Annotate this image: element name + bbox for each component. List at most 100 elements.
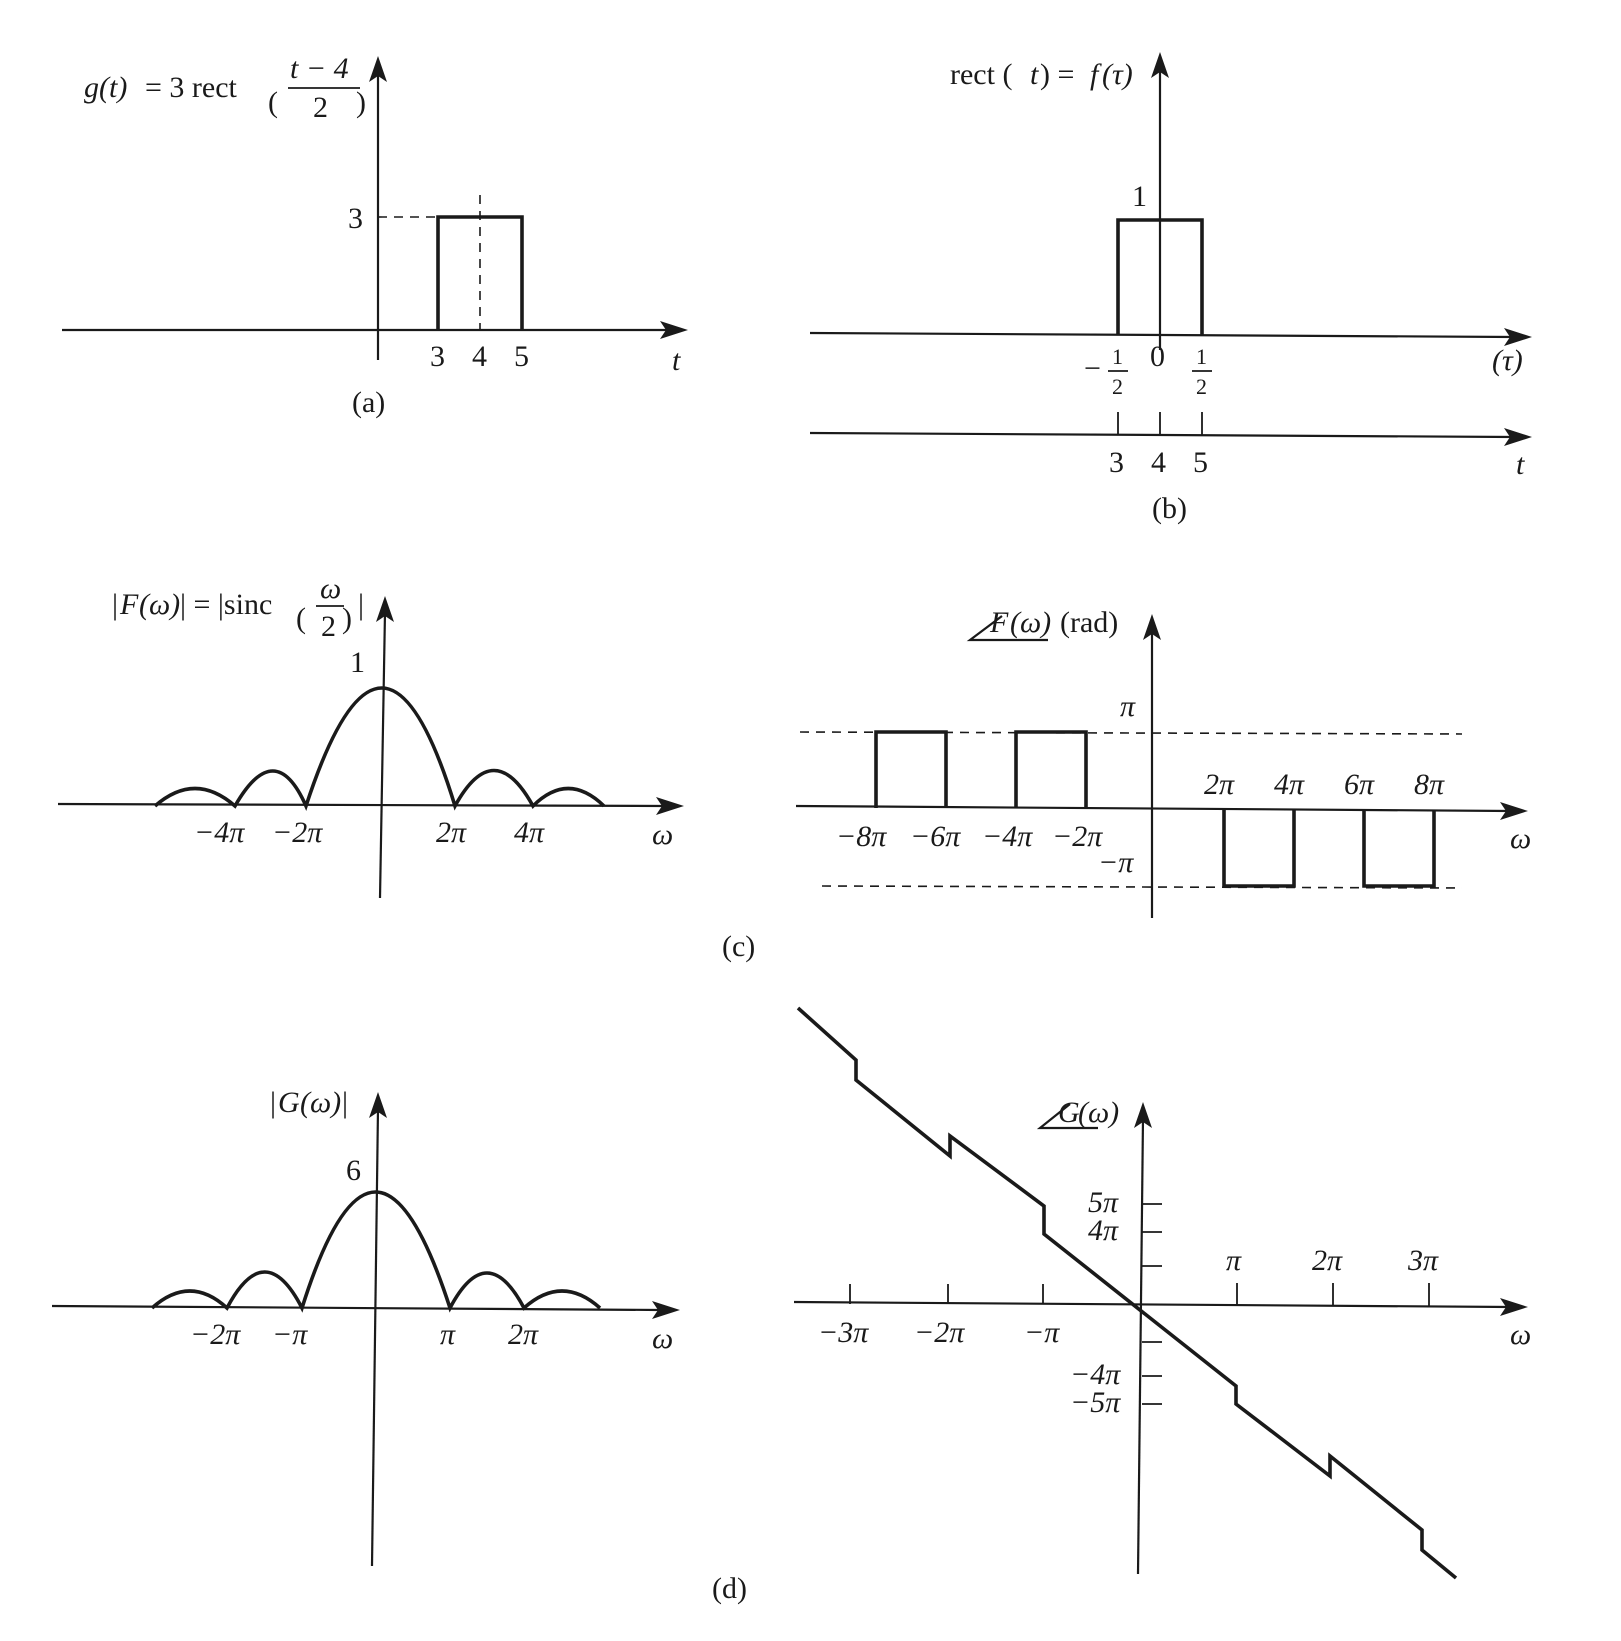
c-phase-xtick-neg6pi: −6π bbox=[910, 820, 961, 853]
c-mag-label-F: F bbox=[119, 588, 139, 621]
c-mag-xtick-4pi: 4π bbox=[514, 816, 545, 849]
d-phase-x-axis bbox=[793, 1300, 1511, 1309]
b-rect-pulse bbox=[1116, 218, 1204, 335]
b-tau-axis bbox=[809, 331, 1515, 339]
d-mag-xaxis-label: ω bbox=[652, 1322, 673, 1355]
d-phase-xtick-negpi: −π bbox=[1024, 1316, 1060, 1349]
c-mag-label-left: | bbox=[112, 588, 118, 621]
c-phase-ytick-pi: π bbox=[1120, 690, 1136, 723]
c-mag-label-lparen: ( bbox=[296, 602, 306, 635]
b-tau-tick-pos-half-den: 2 bbox=[1196, 374, 1207, 399]
panel-a: g (t) = 3 rect ( t − 4 2 ) 3 3 4 5 t (a) bbox=[62, 52, 688, 419]
b-t-tick-4-label: 4 bbox=[1151, 446, 1166, 479]
c-mag-sinc-curve bbox=[153, 686, 606, 812]
c-phase-xtick-neg8pi: −8π bbox=[836, 820, 887, 853]
b-ylabel-f: f bbox=[1090, 58, 1102, 91]
b-ytick-1: 1 bbox=[1132, 180, 1147, 213]
b-tau-tick-zero: 0 bbox=[1150, 340, 1165, 373]
d-phase-y-arrow-icon bbox=[1134, 1102, 1152, 1128]
c-phase-label-F: F bbox=[989, 606, 1009, 639]
d-mag-sinc-curve bbox=[150, 1190, 602, 1313]
a-xtick-4: 4 bbox=[472, 340, 487, 373]
b-tau-tick-minus: − bbox=[1084, 352, 1101, 385]
c-phase-pulse-neg8pi-neg6pi bbox=[874, 730, 948, 808]
b-tau-axis-label: (τ) bbox=[1492, 344, 1523, 377]
b-ylabel-tau: (τ) bbox=[1102, 58, 1133, 91]
d-mag-label-left: | bbox=[270, 1086, 276, 1119]
c-phase-xtick-4pi: 4π bbox=[1274, 768, 1305, 801]
a-xtick-5: 5 bbox=[514, 340, 529, 373]
c-phase-negpi-dash bbox=[821, 885, 1463, 889]
d-phase-xtick-neg3pi: −3π bbox=[818, 1316, 869, 1349]
b-t-tick-5-label: 5 bbox=[1193, 446, 1208, 479]
d-phase-ytick-5pi: 5π bbox=[1088, 1186, 1119, 1219]
c-mag-xtick-neg2pi: −2π bbox=[272, 816, 323, 849]
c-mag-label-num: ω bbox=[320, 572, 341, 605]
d-phase-xtick-3pi: 3π bbox=[1407, 1244, 1439, 1277]
a-ylabel-den: 2 bbox=[313, 91, 328, 124]
c-phase-xtick-2pi: 2π bbox=[1204, 768, 1235, 801]
c-mag-x-arrow-icon bbox=[656, 797, 684, 815]
d-phase-line bbox=[796, 1006, 1458, 1580]
c-phase-label-w: (ω) bbox=[1010, 606, 1051, 639]
d-mag-y-arrow-icon bbox=[369, 1092, 387, 1118]
c-mag-label-mid: | = |sinc bbox=[180, 588, 272, 621]
d-phase-ytick-neg5pi: −5π bbox=[1070, 1386, 1121, 1419]
c-phase-pulse-2pi-4pi bbox=[1222, 810, 1296, 888]
a-panel-label: (a) bbox=[352, 386, 385, 419]
d-phase-label-G: G bbox=[1058, 1096, 1080, 1129]
c-phase-xtick-neg2pi: −2π bbox=[1052, 820, 1103, 853]
b-t-axis bbox=[809, 431, 1515, 439]
c-phase-label-unit: (rad) bbox=[1060, 606, 1118, 639]
d-phase-ytick-4pi: 4π bbox=[1088, 1214, 1119, 1247]
a-ylabel-var: (t) bbox=[99, 71, 127, 104]
c-mag-label-right: | bbox=[358, 588, 364, 621]
c-phase-pulse-neg4pi-neg2pi bbox=[1014, 730, 1088, 808]
a-ylabel-eq: = 3 rect bbox=[145, 71, 238, 104]
panel-c-phase: F (ω) (rad) π −π 2π 4π 6π 8π −8π −6π −4π… bbox=[722, 606, 1531, 963]
c-mag-y-axis bbox=[378, 611, 387, 899]
b-tau-tick-neg-half-den: 2 bbox=[1112, 374, 1123, 399]
panel-b: rect ( t ) = f (τ) 1 − 1 2 0 1 2 (τ) 3 4… bbox=[809, 52, 1532, 525]
b-panel-label: (b) bbox=[1152, 492, 1187, 525]
c-phase-xtick-6pi: 6π bbox=[1344, 768, 1375, 801]
b-ylabel-left: rect ( bbox=[950, 58, 1012, 91]
c-phase-x-arrow-icon bbox=[1500, 802, 1528, 820]
a-ylabel-rparen: ) bbox=[356, 86, 366, 119]
c-phase-ytick-negpi: −π bbox=[1098, 846, 1134, 879]
b-tau-tick-neg-half-num: 1 bbox=[1112, 344, 1123, 369]
panel-c-magnitude: | F (ω) | = |sinc ( ω 2 ) | 1 −4π −2π 2π… bbox=[57, 572, 684, 899]
c-mag-xtick-2pi: 2π bbox=[436, 816, 467, 849]
c-phase-angle-icon bbox=[966, 615, 1048, 642]
panel-d-phase: G (ω) 5π 4π −4π −5π −3π −2π −π π 2π 3π ω… bbox=[712, 1006, 1531, 1605]
c-panel-label: (c) bbox=[722, 930, 755, 963]
panel-d-magnitude: | G (ω) | 6 −2π −π π 2π ω bbox=[51, 1086, 680, 1567]
d-mag-xtick-2pi: 2π bbox=[508, 1318, 539, 1351]
d-mag-label-w: (ω) bbox=[300, 1086, 341, 1119]
b-ylabel-mid: ) = bbox=[1040, 58, 1074, 91]
b-tau-tick-pos-half-num: 1 bbox=[1196, 344, 1207, 369]
d-mag-xtick-pi: π bbox=[440, 1318, 456, 1351]
d-phase-angle-icon bbox=[1036, 1103, 1098, 1130]
d-mag-x-axis bbox=[51, 1304, 661, 1312]
d-mag-xtick-negpi: −π bbox=[272, 1318, 308, 1351]
c-mag-ytick-1: 1 bbox=[350, 646, 365, 679]
d-phase-label-w: (ω) bbox=[1078, 1096, 1119, 1129]
d-mag-xtick-neg2pi: −2π bbox=[190, 1318, 241, 1351]
d-panel-label: (d) bbox=[712, 1572, 747, 1605]
d-mag-ytick-6: 6 bbox=[346, 1154, 361, 1187]
d-phase-y-axis bbox=[1136, 1117, 1145, 1575]
d-mag-label-right: | bbox=[342, 1086, 348, 1119]
c-mag-x-axis bbox=[57, 802, 666, 808]
c-mag-y-arrow-icon bbox=[376, 596, 394, 622]
c-mag-xaxis-label: ω bbox=[652, 818, 673, 851]
c-phase-pi-dash bbox=[799, 731, 1463, 735]
a-y-arrow-icon bbox=[369, 56, 387, 82]
d-mag-x-arrow-icon bbox=[652, 1301, 680, 1319]
d-phase-x-arrow-icon bbox=[1500, 1298, 1528, 1316]
d-mag-label-G: G bbox=[278, 1086, 300, 1119]
d-phase-xtick-pi: π bbox=[1226, 1244, 1242, 1277]
c-mag-label-w: (ω) bbox=[139, 588, 180, 621]
c-phase-xaxis-label: ω bbox=[1510, 822, 1531, 855]
d-phase-xaxis-label: ω bbox=[1510, 1318, 1531, 1351]
